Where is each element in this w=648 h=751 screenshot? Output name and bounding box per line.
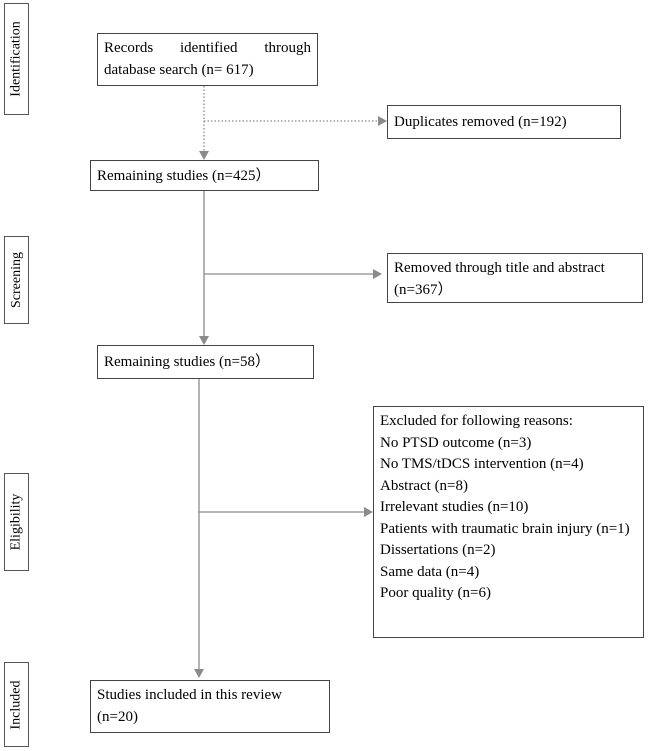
removed-title-abstract-text: Removed through title and abstract (n=36…: [394, 260, 605, 298]
arrowhead-duplicates: [378, 116, 387, 126]
removed-title-abstract-box: Removed through title and abstract (n=36…: [387, 253, 643, 303]
arrowhead-included: [194, 669, 204, 678]
excluded-reason: Patients with traumatic brain injury (n=…: [380, 520, 630, 537]
excluded-reason: Irrelevant studies (n=10): [380, 499, 529, 515]
included-studies-box: Studies included in this review (n=20): [90, 680, 330, 733]
records-identified-box: Records identified through database sear…: [97, 33, 318, 86]
excluded-reasons-box: Excluded for following reasons: No PTSD …: [373, 406, 644, 638]
stage-label-included: Included: [4, 662, 29, 747]
excluded-reason: No TMS/tDCS intervention (n=4): [380, 456, 584, 472]
remaining-425-box: Remaining studies (n=425）: [90, 160, 319, 191]
stage-label-screening: Screening: [4, 236, 29, 324]
arrowhead-removed: [373, 269, 382, 279]
stage-label-eligibility: Eligibility: [4, 473, 29, 571]
excluded-reason: Poor quality (n=6): [380, 585, 491, 601]
excluded-reasons-list: No PTSD outcome (n=3) No TMS/tDCS interv…: [380, 433, 637, 605]
remaining-58-box: Remaining studies (n=58）: [97, 345, 314, 379]
excluded-heading: Excluded for following reasons:: [380, 413, 573, 429]
excluded-reason: Abstract (n=8): [380, 477, 469, 494]
duplicates-removed-box: Duplicates removed (n=192): [387, 105, 621, 139]
stage-label-identification: Identification: [4, 3, 29, 115]
arrowhead-remaining-425: [199, 151, 209, 160]
included-studies-text: Studies included in this review (n=20): [97, 687, 282, 725]
duplicates-removed-text: Duplicates removed (n=192): [394, 114, 567, 130]
arrowhead-excluded: [364, 507, 373, 517]
excluded-reason: Dissertations (n=2): [380, 542, 496, 558]
excluded-reason: No PTSD outcome (n=3): [380, 434, 532, 451]
records-identified-text: Records identified through database sear…: [104, 40, 311, 78]
arrowhead-remaining-58: [199, 336, 209, 345]
remaining-425-text: Remaining studies (n=425）: [97, 168, 271, 184]
remaining-58-text: Remaining studies (n=58）: [104, 354, 270, 370]
excluded-reason: Same data (n=4): [380, 563, 480, 580]
